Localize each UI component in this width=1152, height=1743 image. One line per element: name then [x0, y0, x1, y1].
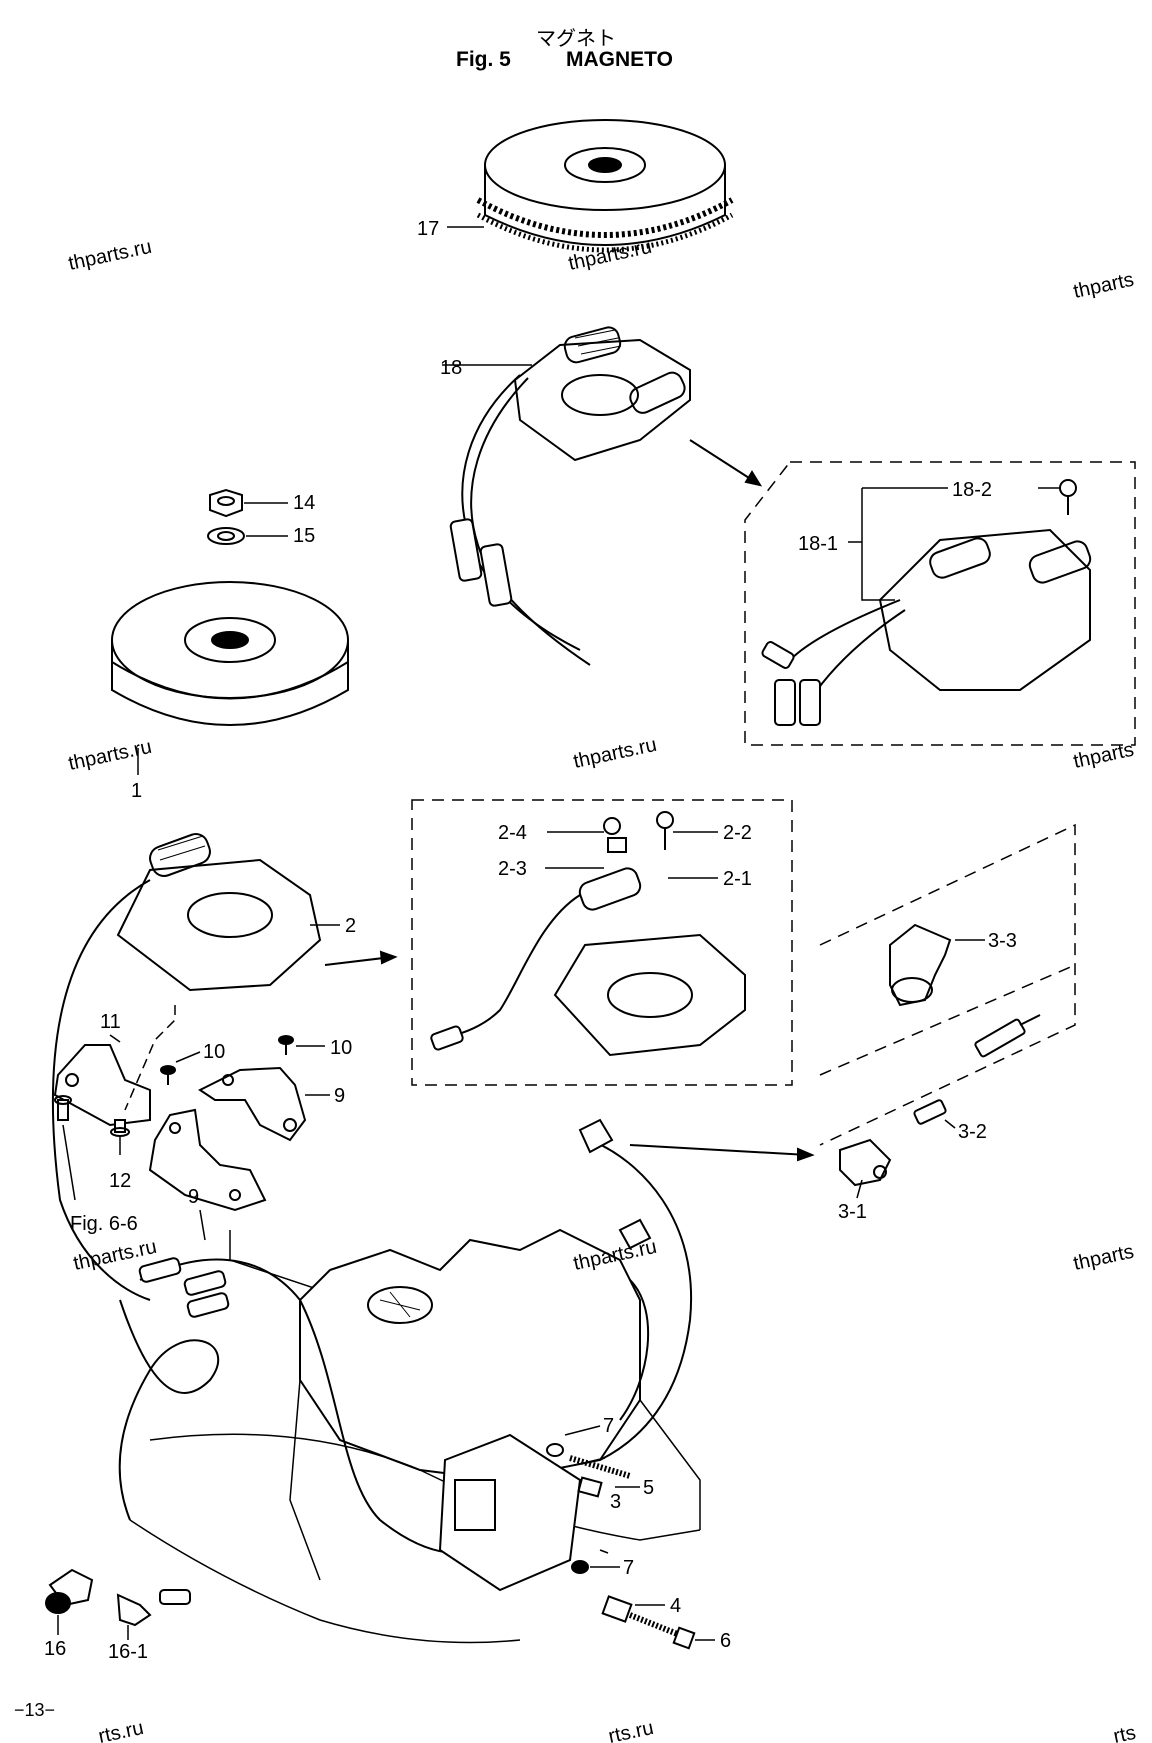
label-17: 17 [417, 218, 439, 240]
label-16: 16 [44, 1638, 66, 1660]
page-number: −13− [14, 1700, 56, 1720]
label-11: 11 [100, 1011, 121, 1033]
connector-3-2 [913, 1014, 1041, 1125]
plate-9-right [198, 1066, 307, 1142]
label-14: 14 [293, 492, 315, 514]
watermark: thparts [1071, 739, 1135, 773]
label-18: 18 [440, 357, 462, 379]
watermark: thparts.ru [571, 734, 658, 773]
label-7-lower: 7 [623, 1557, 634, 1579]
stator-detail-18-1 [761, 479, 1092, 726]
lanyard-clip-16-1 [116, 1589, 191, 1627]
label-6: 6 [720, 1630, 731, 1652]
label-2: 2 [345, 915, 356, 937]
label-1: 1 [131, 780, 142, 802]
watermark: thparts.ru [66, 736, 153, 775]
label-3-3: 3-3 [988, 930, 1017, 952]
plate-9-left [148, 1108, 267, 1212]
label-10-left: 10 [203, 1041, 225, 1063]
pulser-coil-detail-2-1 [430, 811, 746, 1057]
washer-7-upper [546, 1443, 564, 1457]
nut-14 [209, 488, 243, 518]
plug-cap-3-3 [889, 923, 952, 1007]
label-3-1: 3-1 [838, 1201, 867, 1223]
stator-assembly-18 [449, 326, 691, 666]
label-3: 3 [610, 1491, 621, 1513]
label-5: 5 [643, 1477, 654, 1499]
watermark: thparts [1071, 269, 1135, 303]
screw-10-right [278, 1035, 294, 1055]
label-18-1: 18-1 [798, 533, 838, 555]
stop-switch-16 [45, 1568, 94, 1614]
flywheel-1 [111, 581, 349, 726]
watermark: thparts.ru [66, 236, 153, 275]
engine-block [129, 1228, 701, 1644]
screw-10-left [160, 1065, 176, 1085]
watermark: thparts.ru [566, 236, 653, 275]
label-2-2: 2-2 [723, 822, 752, 844]
plug-cap-3-1 [839, 1138, 892, 1187]
figure-name: MAGNETO [566, 48, 673, 71]
ignition-coil-3 [438, 1433, 582, 1592]
label-10-right: 10 [330, 1037, 352, 1059]
base-plate-2 [116, 833, 322, 992]
bolt-6 [628, 1612, 696, 1650]
label-2-1: 2-1 [723, 868, 752, 890]
label-9-right: 9 [334, 1085, 345, 1107]
bolt-12 [110, 1119, 130, 1137]
label-7-upper: 7 [603, 1415, 614, 1437]
label-15: 15 [293, 525, 315, 547]
watermark: thparts [1071, 1241, 1135, 1275]
bolt-5 [569, 1455, 631, 1498]
plate-11 [53, 1044, 151, 1127]
figure-number: Fig. 5 [456, 48, 511, 71]
label-3-2: 3-2 [958, 1121, 987, 1143]
label-16-1: 16-1 [108, 1641, 148, 1663]
collar-4 [601, 1595, 633, 1623]
label-4: 4 [670, 1595, 681, 1617]
washer-15 [207, 527, 245, 545]
watermark: rts [1111, 1722, 1137, 1743]
fig-6-6-reference: Fig. 6-6 [70, 1213, 138, 1235]
label-12: 12 [109, 1170, 131, 1192]
label-18-2: 18-2 [952, 479, 992, 501]
wire-harness [51, 879, 693, 1555]
bolt-left [54, 1095, 72, 1121]
watermark: rts.ru [96, 1717, 145, 1743]
diagram-title: Fig. 5 MAGNETO [456, 48, 673, 72]
washer-7-lower [571, 1560, 589, 1574]
label-9-left: 9 [188, 1186, 199, 1208]
part-labels: 17 18 18-2 18-1 14 15 1 2-4 2-2 2-3 2-1 … [44, 218, 1017, 1663]
label-2-3: 2-3 [498, 858, 527, 880]
label-2-4: 2-4 [498, 822, 527, 844]
flywheel-ring-gear-17 [476, 119, 734, 253]
diagram-title-japanese: マグネト [536, 26, 616, 50]
watermark: rts.ru [606, 1717, 655, 1743]
